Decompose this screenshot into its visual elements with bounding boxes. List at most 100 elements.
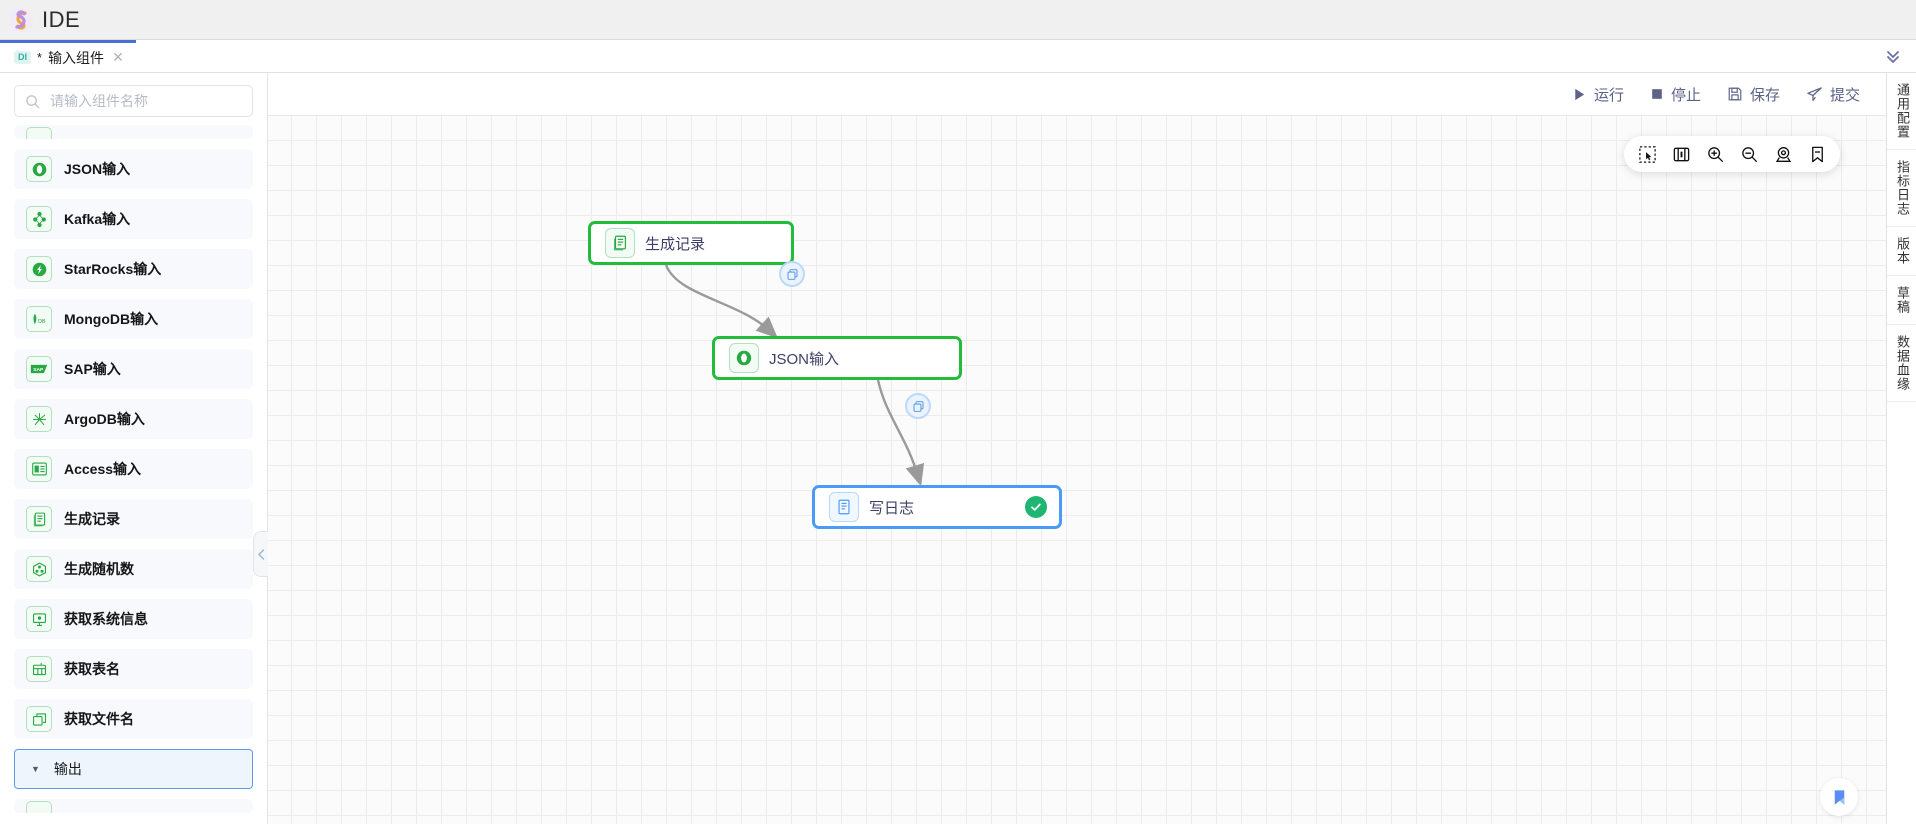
flow-canvas[interactable]: 生成记录 JSON输入 写日志 [268,115,1886,824]
submit-icon [1807,86,1822,101]
rail-tab-draft[interactable]: 草稿 [1887,276,1916,325]
rail-tab-data-lineage[interactable]: 数据血缘 [1887,325,1916,402]
component-label: Access输入 [64,461,142,477]
component-random-number[interactable]: 生成随机数 [14,549,253,589]
list-item-partial-bottom[interactable] [14,799,253,813]
canvas-toolbar [1624,136,1840,172]
table-name-icon [26,656,52,682]
list-item-partial[interactable] [14,125,253,139]
component-label: 生成记录 [64,511,120,527]
edge-n2-n3 [876,379,925,487]
run-label: 运行 [1593,86,1624,104]
tab-label: 输入组件 [48,49,105,66]
component-label: 获取表名 [64,661,120,677]
rail-tab-metrics-log[interactable]: 指标日志 [1887,150,1916,227]
save-icon [1728,87,1742,101]
kafka-icon [26,206,52,232]
sap-icon: SAP [26,356,52,382]
app-title: IDE [42,6,81,32]
status-badge [1025,496,1047,518]
tab-dirty-marker: * [37,50,43,65]
edge-badge-n1-n2[interactable] [779,261,805,287]
zoom-in-icon[interactable] [1698,137,1732,171]
bookmark-icon[interactable] [1800,137,1834,171]
generate-record-icon [26,506,52,532]
component-json-input[interactable]: JSON输入 [14,149,253,189]
run-button[interactable]: 运行 [1572,84,1624,105]
starrocks-icon [26,256,52,282]
tab-input-component[interactable]: DI * 输入组件 ✕ [0,40,136,72]
random-number-icon [26,556,52,582]
component-system-info[interactable]: 获取系统信息 [14,599,253,639]
caret-down-icon: ▼ [31,764,40,774]
component-list: JSON输入 Kafka输入 StarRocks输入 [0,125,267,824]
sidebar-collapse-handle[interactable] [253,531,268,577]
save-button[interactable]: 保存 [1727,84,1780,105]
flow-node-generate-record[interactable]: 生成记录 [588,221,794,265]
component-argodb-input[interactable]: ArgoDB输入 [14,399,253,439]
system-info-icon [26,606,52,632]
generate-record-icon [605,228,635,258]
node-label: 写日志 [869,499,915,517]
group-label: 输出 [53,761,82,777]
flow-edges [664,264,925,487]
file-name-icon [26,706,52,732]
canvas-column: 运行 停止 保存 提交 [268,73,1886,824]
component-label: JSON输入 [64,161,131,177]
zoom-out-icon[interactable] [1732,137,1766,171]
rail-tab-general-config[interactable]: 通用配置 [1887,73,1916,150]
component-access-input[interactable]: Access输入 [14,449,253,489]
submit-label: 提交 [1829,86,1860,104]
node-label: JSON输入 [769,350,840,368]
fit-screen-icon[interactable] [1664,137,1698,171]
json-icon [26,156,52,182]
component-label: MongoDB输入 [64,311,159,327]
svg-text:SAP: SAP [33,367,44,373]
rail-tab-version[interactable]: 版本 [1887,227,1916,276]
component-kafka-input[interactable]: Kafka输入 [14,199,253,239]
node-label: 生成记录 [645,235,706,253]
partial-icon-bottom [26,801,52,813]
component-label: 获取系统信息 [64,611,148,627]
component-label: 生成随机数 [64,561,134,577]
marquee-select-icon[interactable] [1630,137,1664,171]
search-container [0,73,267,125]
tab-type-badge: DI [14,51,31,64]
stop-button[interactable]: 停止 [1650,84,1701,105]
search-input[interactable] [48,92,242,110]
locate-icon[interactable] [1766,137,1800,171]
svg-text:DB: DB [38,318,46,324]
component-file-name[interactable]: 获取文件名 [14,699,253,739]
write-log-icon [829,492,859,522]
partial-icon [26,127,52,139]
edge-badge-n2-n3[interactable] [905,393,931,419]
flow-node-write-log[interactable]: 写日志 [812,485,1062,529]
close-icon[interactable]: ✕ [112,49,124,65]
component-label: ArgoDB输入 [64,411,145,427]
component-label: 获取文件名 [64,711,134,727]
json-icon [729,343,759,373]
sidebar-group-output[interactable]: ▼ 输出 [14,749,253,789]
stop-icon [1652,89,1662,99]
right-rail: 通用配置 指标日志 版本 草稿 数据血缘 [1886,73,1916,824]
component-mongodb-input[interactable]: DB MongoDB输入 [14,299,253,339]
search-icon [26,94,40,108]
component-generate-record[interactable]: 生成记录 [14,499,253,539]
component-label: SAP输入 [64,361,121,377]
tab-strip: DI * 输入组件 ✕ [0,40,1916,73]
action-toolbar: 运行 停止 保存 提交 [268,73,1886,115]
search-box[interactable] [14,85,253,117]
submit-button[interactable]: 提交 [1806,84,1860,105]
argodb-icon [26,406,52,432]
stop-label: 停止 [1670,86,1701,104]
flow-node-json-input[interactable]: JSON输入 [712,336,962,380]
component-table-name[interactable]: 获取表名 [14,649,253,689]
chevron-double-down-icon[interactable] [1870,40,1916,72]
title-bar: IDE [0,0,1916,40]
workspace-body: JSON输入 Kafka输入 StarRocks输入 [0,73,1916,824]
component-label: StarRocks输入 [64,261,162,277]
component-starrocks-input[interactable]: StarRocks输入 [14,249,253,289]
component-sap-input[interactable]: SAP SAP输入 [14,349,253,389]
bookmark-flag-icon[interactable] [1820,778,1858,816]
